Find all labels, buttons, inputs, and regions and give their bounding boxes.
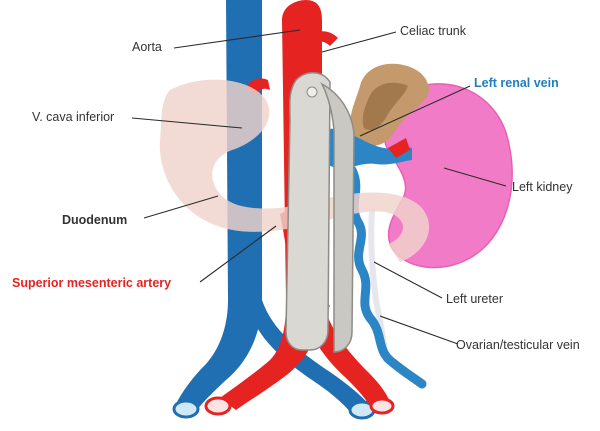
label-ovarian-testicular-vein: Ovarian/testicular vein bbox=[456, 338, 580, 352]
label-superior-mesenteric-artery: Superior mesenteric artery bbox=[12, 276, 171, 290]
label-aorta: Aorta bbox=[132, 40, 162, 54]
label-duodenum: Duodenum bbox=[62, 213, 127, 227]
label-celiac-trunk: Celiac trunk bbox=[400, 24, 466, 38]
surgical-clamp-shape bbox=[286, 73, 354, 352]
label-left-kidney: Left kidney bbox=[512, 180, 572, 194]
label-left-ureter: Left ureter bbox=[446, 292, 503, 306]
label-left-renal-vein: Left renal vein bbox=[474, 76, 559, 90]
label-v-cava-inferior: V. cava inferior bbox=[32, 110, 114, 124]
